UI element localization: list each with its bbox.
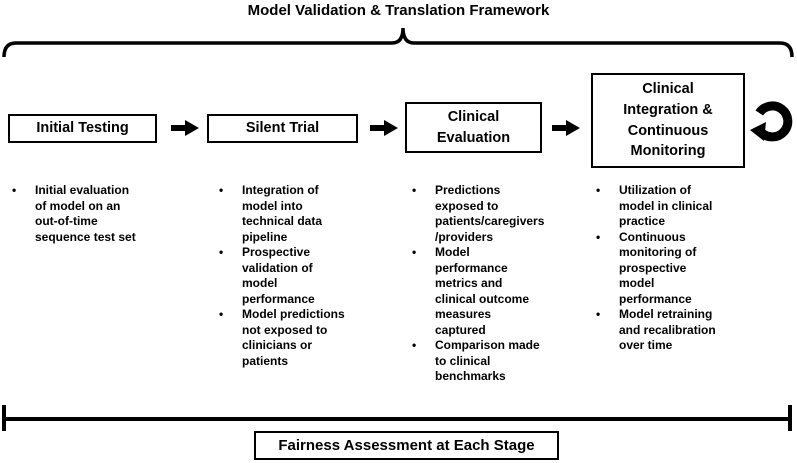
bullet-item: • Predictions exposed to patients/caregi… — [408, 183, 583, 245]
stage-bullets-initial-testing: • Initial evaluation of model on an out-… — [8, 183, 176, 245]
bullet-item: • Comparison made to clinical benchmarks — [408, 338, 583, 385]
bullet-text: Prospective validation of model performa… — [242, 245, 315, 306]
fairness-assessment-label: Fairness Assessment at Each Stage — [278, 437, 535, 454]
bullet-text: Continuous monitoring of prospective mod… — [619, 229, 697, 306]
bullet-item: • Prospective validation of model perfor… — [215, 245, 387, 307]
stage-box-initial-testing: Initial Testing — [8, 114, 157, 143]
loop-arrow-icon — [750, 101, 793, 142]
bullet-text: Utilization of model in clinical practic… — [619, 183, 713, 228]
bullet-item: • Model performance metrics and clinical… — [408, 245, 583, 338]
arrow-right-icon — [552, 120, 580, 136]
bullet-item: • Utilization of model in clinical pract… — [592, 183, 774, 230]
bullet-icon: • — [219, 183, 224, 197]
bullet-icon: • — [12, 183, 17, 197]
bullet-icon: • — [219, 307, 224, 321]
bullet-item: • Initial evaluation of model on an out-… — [8, 183, 176, 245]
stage-box-clinical-evaluation: Clinical Evaluation — [405, 102, 542, 153]
stage-bullets-clinical-integration: • Utilization of model in clinical pract… — [592, 183, 774, 354]
curly-brace-top-icon — [2, 27, 794, 58]
bullet-icon: • — [412, 245, 417, 259]
fairness-assessment-box: Fairness Assessment at Each Stage — [254, 431, 559, 460]
bullet-item: • Model predictions not exposed to clini… — [215, 307, 387, 369]
bullet-icon: • — [412, 183, 417, 197]
bullet-text: Comparison made to clinical benchmarks — [435, 338, 540, 383]
bullet-text: Model retraining and recalibration over … — [619, 307, 716, 352]
bottom-bracket-icon — [2, 405, 792, 431]
stage-box-silent-trial: Silent Trial — [207, 114, 358, 143]
stage-bullets-silent-trial: • Integration of model into technical da… — [215, 183, 387, 369]
bullet-icon: • — [412, 338, 417, 352]
bullet-text: Initial evaluation of model on an out-of… — [35, 183, 136, 244]
bullet-item: • Continuous monitoring of prospective m… — [592, 230, 774, 308]
bullet-item: • Model retraining and recalibration ove… — [592, 307, 774, 354]
arrow-right-icon — [171, 120, 199, 136]
bullet-text: Model performance metrics and clinical o… — [435, 245, 530, 337]
bullet-text: Predictions exposed to patients/caregive… — [435, 183, 545, 244]
bullet-item: • Integration of model into technical da… — [215, 183, 387, 245]
bullet-icon: • — [596, 307, 601, 321]
stage-box-clinical-integration: Clinical Integration & Continuous Monito… — [591, 73, 745, 168]
stage-bullets-clinical-evaluation: • Predictions exposed to patients/caregi… — [408, 183, 583, 385]
bullet-text: Integration of model into technical data… — [242, 183, 323, 244]
bullet-text: Model predictions not exposed to clinici… — [242, 307, 345, 368]
bullet-icon: • — [219, 245, 224, 259]
bullet-icon: • — [596, 183, 601, 197]
diagram-title: Model Validation & Translation Framework — [247, 2, 550, 19]
arrow-right-icon — [370, 120, 398, 136]
bullet-icon: • — [596, 229, 601, 244]
